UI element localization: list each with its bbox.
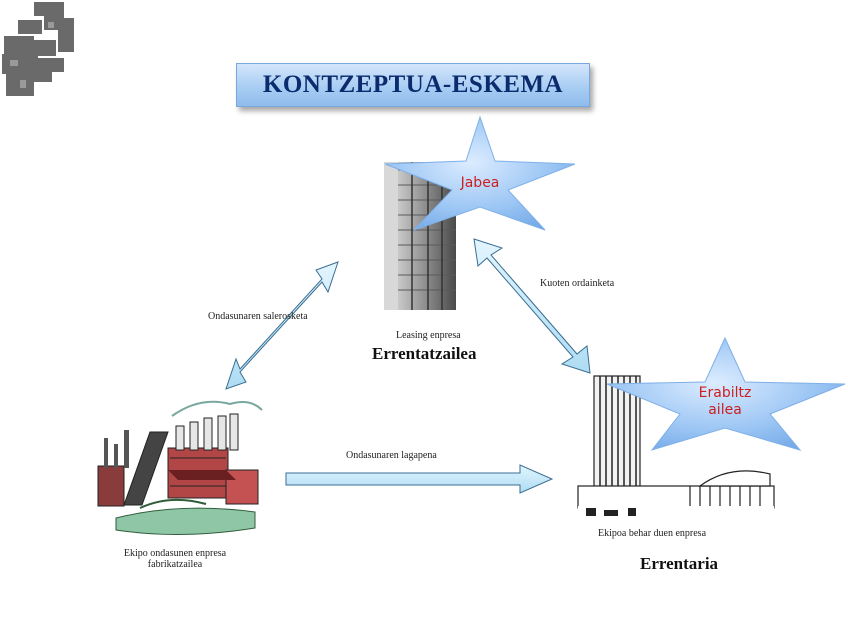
lessee-role: Errentaria <box>640 554 719 573</box>
manufacturer-caption-line1: Ekipo ondasunen enpresa <box>123 548 227 559</box>
manufacturer-caption: Ekipo ondasunen enpresa fabrikatzailea <box>100 548 250 570</box>
lessee-star-label: Erabiltz ailea <box>680 385 770 419</box>
lessee-building <box>577 375 775 520</box>
sale-arrow-label: Ondasunaren salerosketa <box>208 311 308 322</box>
lessee-star-label-line2: ailea <box>708 402 742 418</box>
lessor-caption: Leasing enpresa <box>396 330 461 341</box>
lessee-star-label-line1: Erabiltz <box>698 385 752 401</box>
sale-arrow <box>225 261 339 390</box>
lessor-building <box>384 162 456 310</box>
university-logo <box>2 2 74 96</box>
factory-illustration <box>97 400 263 536</box>
lessor-role: Errentatzailea <box>372 344 477 363</box>
manufacturer-caption-line2: fabrikatzailea <box>147 559 203 570</box>
lessor-star-shape <box>384 115 576 231</box>
lessor-star-label: Jabea <box>460 175 500 191</box>
payments-arrow-label: Kuoten ordainketa <box>540 278 615 289</box>
delivery-arrow-label: Ondasunaren lagapena <box>346 450 437 461</box>
payments-arrow <box>473 238 591 374</box>
lessee-caption: Ekipoa behar duen enpresa <box>598 528 707 539</box>
lessee-star-shape <box>606 336 846 451</box>
delivery-arrow <box>285 464 554 494</box>
diagram-title: KONTZEPTUA-ESKEMA <box>262 71 564 98</box>
title-banner: KONTZEPTUA-ESKEMA <box>236 63 590 107</box>
